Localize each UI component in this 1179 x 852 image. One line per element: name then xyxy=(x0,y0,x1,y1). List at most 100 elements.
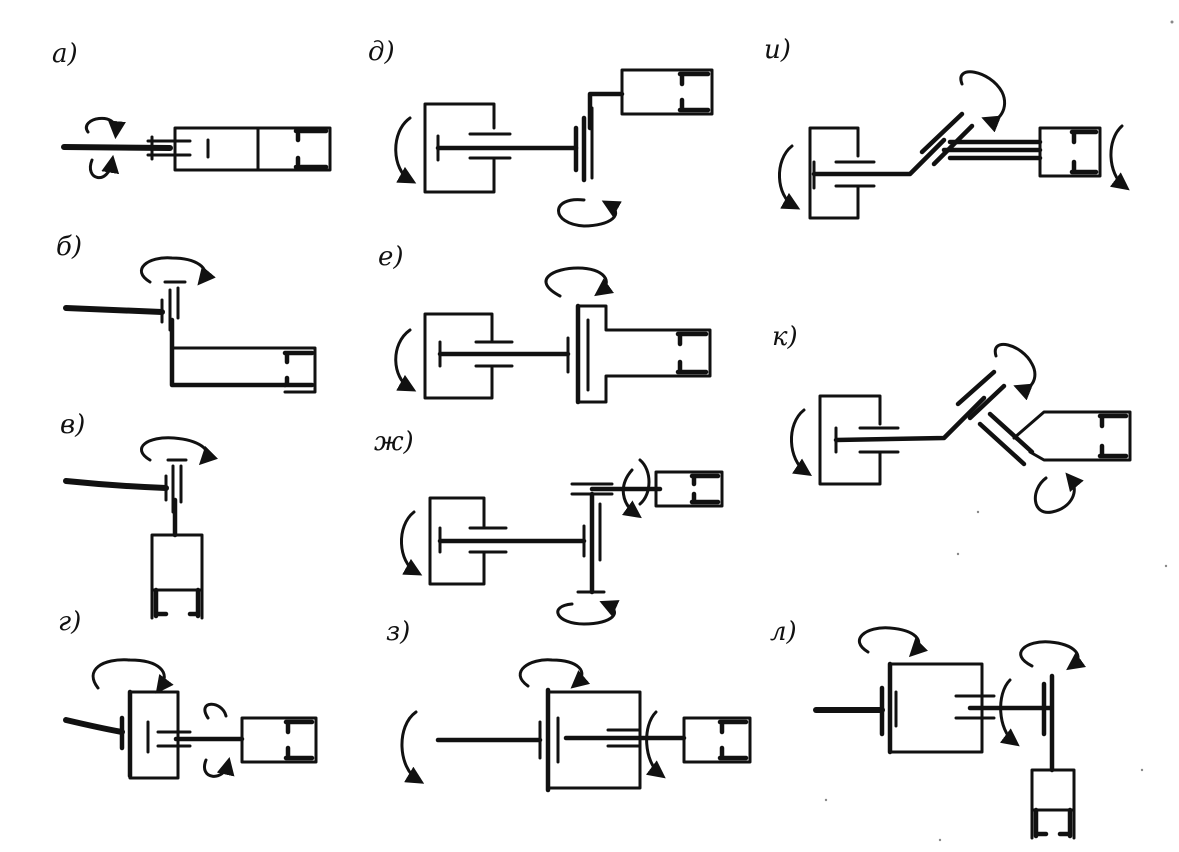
scheme-d: д) xyxy=(368,37,714,228)
rotation-arrow xyxy=(84,116,126,140)
rotation-arrow xyxy=(400,510,423,576)
scheme-label-a: а) xyxy=(52,39,78,69)
scheme-label-zh: ж) xyxy=(374,427,414,457)
joint-bearing xyxy=(160,280,187,332)
angled-joint xyxy=(977,411,1035,467)
rotation-arrow xyxy=(638,458,651,506)
scheme-label-v: в) xyxy=(60,410,85,440)
scheme-v: в) xyxy=(60,410,218,620)
speck xyxy=(1140,768,1144,772)
rotation-arrow xyxy=(203,702,228,776)
speck xyxy=(1170,20,1174,24)
base-housing xyxy=(423,312,494,400)
rotation-arrow xyxy=(88,154,120,180)
gripper-jaws xyxy=(282,350,315,388)
gripper-body xyxy=(170,346,317,394)
gripper-jaws xyxy=(677,71,711,113)
gripper-body xyxy=(150,533,204,620)
gripper-jaws xyxy=(1033,807,1073,839)
scheme-zh: ж) xyxy=(374,427,724,626)
scan-specks xyxy=(824,20,1174,842)
rotation-arrow xyxy=(857,626,928,658)
rotation-arrow xyxy=(993,343,1037,401)
scheme-a: а) xyxy=(52,39,332,180)
vertical-link xyxy=(1041,673,1055,773)
joint-bearing xyxy=(879,661,893,755)
rotation-arrow xyxy=(394,116,417,184)
joint-bearing xyxy=(119,689,133,779)
rotation-arrow xyxy=(140,436,218,466)
arm-link xyxy=(169,317,288,388)
gripper-body xyxy=(620,68,714,116)
gripper-body xyxy=(654,470,724,508)
rotation-arrow xyxy=(518,658,591,689)
scheme-g: г) xyxy=(58,607,318,780)
gripper-jaws xyxy=(717,719,749,761)
base-housing xyxy=(818,394,882,486)
input-shaft xyxy=(63,717,125,735)
scheme-label-e: е) xyxy=(378,242,404,272)
rotation-arrow xyxy=(557,198,622,228)
speck xyxy=(824,798,828,802)
rotation-arrow xyxy=(778,144,801,210)
gripper-body xyxy=(1030,768,1076,840)
rotation-arrow xyxy=(556,600,620,626)
scheme-i: и) xyxy=(764,35,1130,220)
gripper-jaws xyxy=(675,331,709,375)
joint-bearing xyxy=(570,482,614,496)
scheme-label-b: б) xyxy=(56,232,82,262)
scheme-label-z: з) xyxy=(386,617,410,647)
scheme-label-k: к) xyxy=(772,322,798,352)
scheme-l: л) xyxy=(770,617,1087,840)
scheme-k: к) xyxy=(772,322,1132,514)
input-shaft xyxy=(61,144,173,151)
input-shaft xyxy=(811,137,947,177)
scheme-label-i: и) xyxy=(764,35,791,65)
base-housing xyxy=(428,496,486,586)
speck xyxy=(1164,564,1168,568)
gripper-body xyxy=(682,716,752,764)
rotation-arrow xyxy=(790,408,812,477)
rotation-arrow xyxy=(394,328,417,392)
rotation-arrow xyxy=(959,70,1007,133)
scheme-label-d: д) xyxy=(368,37,395,67)
base-housing xyxy=(423,102,496,194)
speck xyxy=(956,552,960,556)
rotation-arrow xyxy=(139,256,216,286)
rotation-arrow xyxy=(1033,472,1084,514)
joint-bearing xyxy=(955,369,1007,421)
scheme-e: е) xyxy=(378,242,712,405)
gripper-body xyxy=(1038,126,1102,178)
scheme-label-l: л) xyxy=(770,617,797,647)
joint-bearing xyxy=(556,716,642,764)
input-shaft xyxy=(63,478,169,491)
speck xyxy=(938,838,942,842)
joint-bearing xyxy=(146,720,192,754)
arm-link xyxy=(587,91,625,131)
gripper-jaws xyxy=(1069,129,1099,175)
scheme-z: з) xyxy=(386,617,752,793)
gripper-jaws xyxy=(283,719,315,761)
rotation-arrow xyxy=(1019,640,1087,671)
gripper-jaws xyxy=(1097,413,1129,459)
scheme-label-g: г) xyxy=(58,607,81,637)
wrist-housing xyxy=(576,304,712,404)
gripper-body xyxy=(1012,410,1132,462)
rotation-arrow xyxy=(91,658,174,694)
joint-bearing xyxy=(164,458,188,514)
input-shaft xyxy=(833,395,987,443)
speck xyxy=(976,510,980,514)
gripper-jaws xyxy=(153,587,201,619)
gripper-body xyxy=(240,716,318,764)
joint-bearing xyxy=(146,135,210,161)
joint-bearing xyxy=(573,115,587,183)
gripper-jaws xyxy=(689,473,721,505)
wrist-body xyxy=(173,126,260,172)
gripper-jaws xyxy=(293,128,329,170)
joint-bearing xyxy=(894,690,996,728)
rotation-arrow xyxy=(645,710,666,779)
base-housing xyxy=(808,126,860,220)
rotation-arrow xyxy=(544,266,615,298)
rotation-arrow xyxy=(1109,124,1130,191)
joint-bearing xyxy=(919,111,975,167)
